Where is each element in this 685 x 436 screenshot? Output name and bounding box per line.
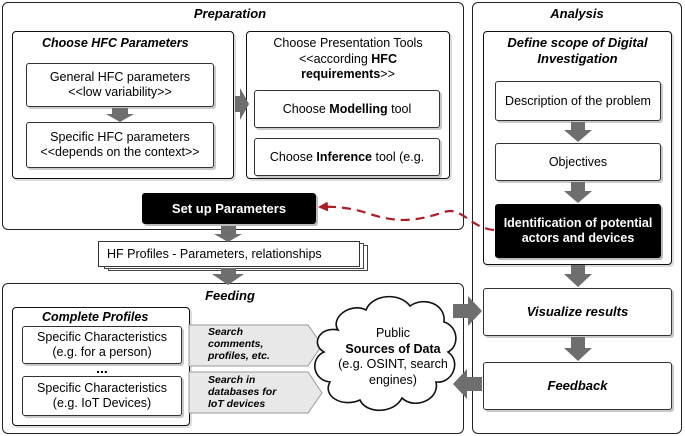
analysis-title: Analysis (550, 6, 604, 21)
hf-profiles-bar: HF Profiles - Parameters, relationships (98, 241, 360, 267)
characteristics-iot: Specific Characteristics(e.g. IoT Device… (22, 376, 182, 416)
search-label-1: Search comments, profiles, etc. (208, 326, 270, 363)
objectives: Objectives (495, 143, 661, 181)
scope-title: Define scope of Digital Investigation (507, 35, 648, 67)
presentation-tools-title: Choose Presentation Tools <<according HF… (273, 36, 423, 82)
identification-actors-devices: Identification of potential actors and d… (495, 204, 661, 258)
complete-profiles-title: Complete Profiles (42, 310, 149, 324)
hfc-parameters-title: Choose HFC Parameters (42, 36, 189, 50)
public-sources-text: Public Sources of Data (e.g. OSINT, sear… (338, 326, 448, 387)
search-label-2: Search in databases for IoT devices (208, 374, 277, 411)
visualize-results: Visualize results (483, 288, 672, 336)
preparation-title: Preparation (193, 6, 267, 21)
characteristics-person: Specific Characteristics(e.g. for a pers… (22, 326, 182, 364)
feeding-title: Feeding (205, 288, 255, 303)
modelling-tool: Choose Modelling tool (254, 90, 440, 128)
feedback: Feedback (483, 362, 672, 410)
set-up-parameters: Set up Parameters (142, 193, 316, 224)
description-of-problem: Description of the problem (495, 81, 661, 121)
general-hfc-parameters: General HFC parameters <<low variability… (26, 63, 214, 107)
specific-hfc-parameters: Specific HFC parameters <<depends on the… (26, 122, 214, 168)
ellipsis: ... (96, 360, 108, 376)
inference-tool: Choose Inference tool (e.g. (254, 138, 440, 176)
